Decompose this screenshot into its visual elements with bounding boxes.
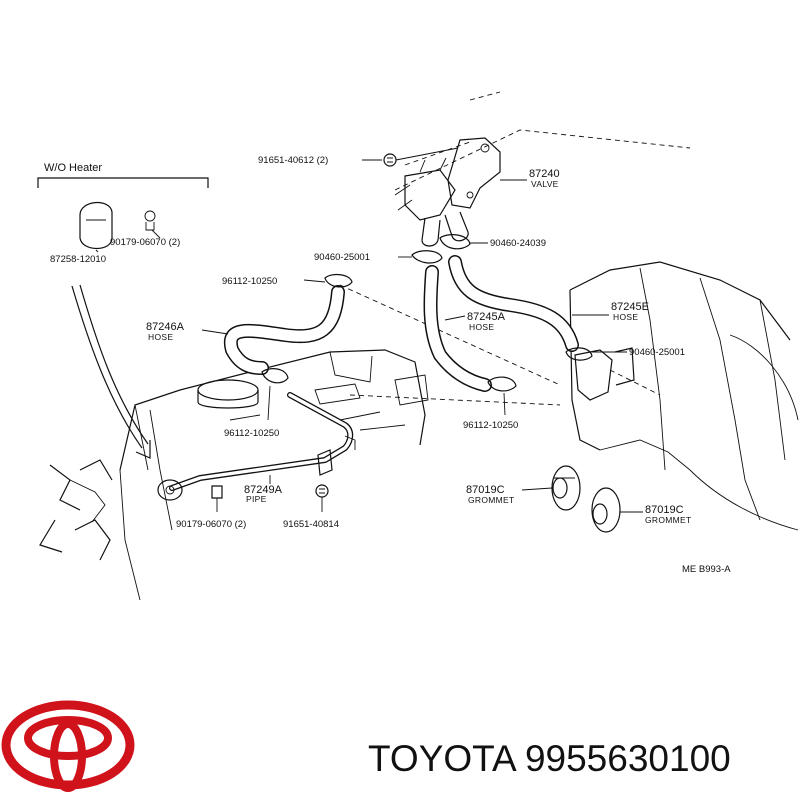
label-96112-10250-c: 96112-10250 bbox=[463, 420, 518, 431]
label-96112-10250-a: 96112-10250 bbox=[222, 276, 277, 287]
wo-heater-title: W/O Heater bbox=[44, 162, 102, 174]
hose-87245a: 87245A HOSE bbox=[423, 265, 506, 392]
part-96112-10250-c: 96112-10250 bbox=[463, 376, 518, 431]
label-90460-25001-a: 90460-25001 bbox=[314, 252, 370, 263]
label-87246a: 87246A bbox=[146, 321, 185, 333]
label-90179-06070-bot: 90179-06070 (2) bbox=[176, 519, 246, 530]
label-87019c-a: 87019C bbox=[466, 484, 505, 496]
label-90179-06070-top: 90179-06070 (2) bbox=[110, 237, 180, 248]
label-87245e-desc: HOSE bbox=[613, 312, 638, 322]
label-87240: 87240 bbox=[529, 168, 560, 180]
brand-caption: TOYOTA 9955630100 bbox=[368, 738, 788, 788]
toyota-logo-icon bbox=[1, 700, 135, 792]
brand-name: TOYOTA bbox=[368, 738, 515, 779]
label-91651-40612: 91651-40612 (2) bbox=[258, 155, 328, 166]
label-87245a: 87245A bbox=[467, 311, 506, 323]
part-91651-40612: 91651-40612 (2) bbox=[258, 147, 459, 167]
engine-outline bbox=[39, 261, 799, 601]
label-87245a-desc: HOSE bbox=[469, 322, 494, 332]
label-96112-10250-b: 96112-10250 bbox=[224, 428, 279, 439]
label-87240-desc: VALVE bbox=[531, 179, 559, 189]
arrow-to-engine bbox=[71, 284, 151, 459]
label-87019c-a-desc: GROMMET bbox=[468, 495, 514, 505]
part-96112-10250-a: 96112-10250 bbox=[222, 273, 353, 288]
fitting-right: 90460-25001 bbox=[565, 347, 685, 401]
fasteners-bottom: 90179-06070 (2) 91651-40814 bbox=[176, 484, 339, 530]
label-87258-12010: 87258-12010 bbox=[50, 254, 106, 265]
part-96112-10250-b: 96112-10250 bbox=[224, 368, 289, 439]
label-87019c-b-desc: GROMMET bbox=[645, 515, 691, 525]
label-87019c-b: 87019C bbox=[645, 504, 684, 516]
clamps-valve: 90460-25001 90460-24039 bbox=[314, 234, 546, 264]
wo-heater-group: W/O Heater 90179-06070 (2) 87258-12010 bbox=[37, 162, 209, 265]
valve-87240: 87240 VALVE bbox=[394, 137, 560, 247]
label-91651-40814: 91651-40814 bbox=[283, 519, 339, 530]
hose-87246a: 87246A HOSE bbox=[146, 285, 345, 375]
part-number: 9955630100 bbox=[524, 738, 731, 779]
pipe-87249a: 87249A PIPE bbox=[157, 392, 356, 504]
hose-87245e: 87245E HOSE bbox=[448, 255, 649, 352]
label-87249a-desc: PIPE bbox=[246, 494, 267, 504]
label-87245e: 87245E bbox=[611, 301, 649, 313]
grommet-87019c-a: 87019C GROMMET bbox=[466, 465, 581, 511]
label-90460-25001-b: 90460-25001 bbox=[629, 347, 685, 358]
label-90460-24039: 90460-24039 bbox=[490, 238, 546, 249]
grommet-87019c-b: 87019C GROMMET bbox=[591, 487, 691, 533]
reference-code: ME B993-A bbox=[682, 564, 731, 575]
label-87246a-desc: HOSE bbox=[148, 332, 173, 342]
label-87249a: 87249A bbox=[244, 484, 283, 496]
